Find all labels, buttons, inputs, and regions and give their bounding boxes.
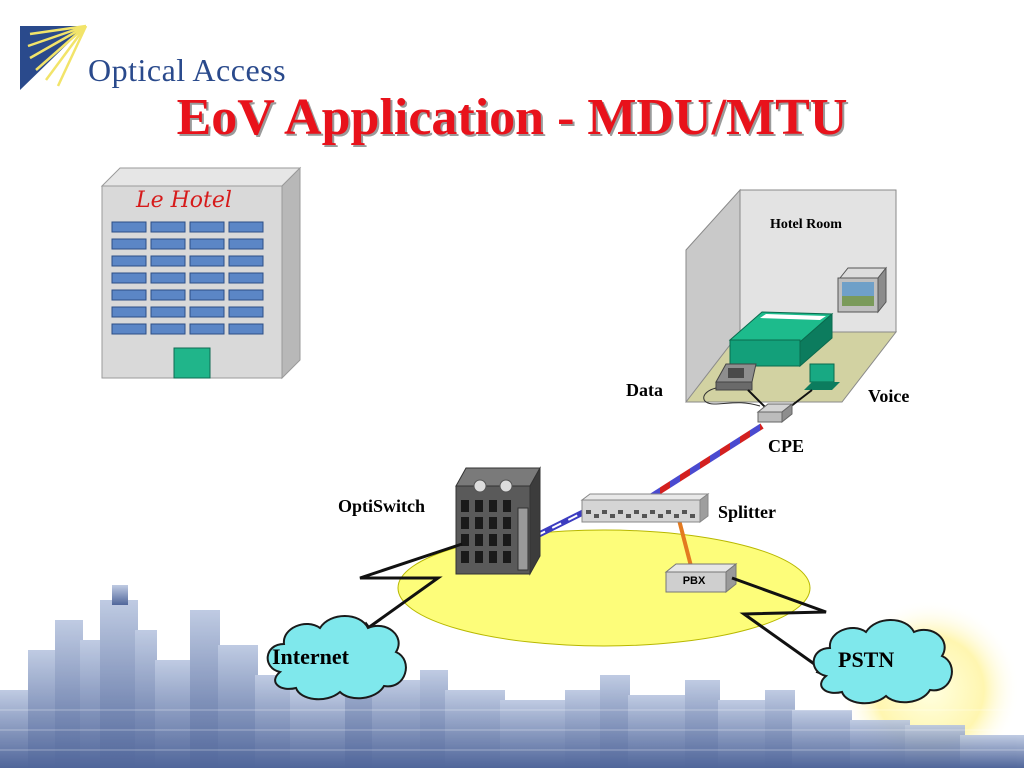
hotel-window — [228, 306, 264, 318]
hotel-window — [228, 289, 264, 301]
hotel-window — [111, 255, 147, 267]
splitter-port — [594, 514, 599, 518]
splitter-port — [690, 514, 695, 518]
switch-port — [503, 534, 511, 546]
hotel-window — [228, 255, 264, 267]
splitter-port — [610, 514, 615, 518]
data-label: Data — [626, 380, 663, 400]
hotel-window — [189, 255, 225, 267]
slide-title: EoV Application - MDU/MTU — [176, 89, 848, 146]
hotel-window — [150, 238, 186, 250]
hotel-window — [150, 221, 186, 233]
hotel-window — [189, 238, 225, 250]
splitter-port — [626, 514, 631, 518]
switch-port — [461, 551, 469, 563]
pbx-label: PBX — [682, 575, 706, 587]
hotel-window — [111, 272, 147, 284]
switch-port — [489, 534, 497, 546]
switch-port — [503, 500, 511, 512]
eov-line-cpe — [650, 423, 764, 499]
switch-port — [503, 551, 511, 563]
hotel-window — [111, 238, 147, 250]
hotel-window — [228, 323, 264, 335]
hotel-sign: Le Hotel — [136, 188, 232, 213]
company-logo-text: Optical Access — [88, 52, 287, 88]
splitter-port — [586, 510, 591, 514]
hotel-window — [111, 306, 147, 318]
splitter-port — [666, 510, 671, 514]
hotel-window — [189, 306, 225, 318]
hotel-room-icon — [684, 188, 898, 424]
hotel-window — [189, 289, 225, 301]
switch-port — [489, 517, 497, 529]
splitter-icon — [580, 493, 710, 523]
hotel-window — [150, 272, 186, 284]
hotel-window — [189, 323, 225, 335]
hotel-window — [228, 272, 264, 284]
hotel-window — [189, 221, 225, 233]
splitter-port — [650, 510, 655, 514]
splitter-port — [642, 514, 647, 518]
switch-port — [461, 534, 469, 546]
pstn-cloud-icon — [812, 619, 953, 705]
hotel-window — [150, 323, 186, 335]
splitter-port — [674, 514, 679, 518]
splitter-port — [618, 510, 623, 514]
switch-port — [461, 517, 469, 529]
optiswitch-label: OptiSwitch — [338, 496, 426, 516]
splitter-port — [602, 510, 607, 514]
internet-cloud-icon — [266, 615, 407, 701]
splitter-label: Splitter — [718, 502, 776, 522]
switch-port — [475, 500, 483, 512]
switch-port — [489, 551, 497, 563]
cpe-label: CPE — [768, 436, 804, 456]
internet-label: Internet — [272, 644, 349, 669]
hotel-window — [111, 323, 147, 335]
hotel-window — [150, 289, 186, 301]
skyline-background — [0, 585, 1024, 768]
splitter-pbx-link — [676, 515, 694, 571]
hotel-room-label: Hotel Room — [770, 217, 842, 232]
switch-port — [475, 517, 483, 529]
optiswitch-icon — [455, 466, 541, 576]
splitter-port — [634, 510, 639, 514]
hotel-building-icon — [100, 166, 302, 380]
splitter-port — [658, 514, 663, 518]
splitter-port — [682, 510, 687, 514]
logo-emblem-icon — [20, 24, 88, 90]
hotel-window — [189, 272, 225, 284]
hotel-window — [150, 306, 186, 318]
hotel-window — [228, 238, 264, 250]
hotel-window — [150, 255, 186, 267]
pstn-label: PSTN — [838, 647, 895, 672]
hotel-window — [111, 289, 147, 301]
hotel-window — [111, 221, 147, 233]
switch-port — [475, 551, 483, 563]
hotel-window — [228, 221, 264, 233]
switch-port — [475, 534, 483, 546]
switch-port — [489, 500, 497, 512]
switch-port — [503, 517, 511, 529]
pbx-icon — [664, 562, 738, 594]
voice-label: Voice — [868, 386, 910, 406]
switch-port — [461, 500, 469, 512]
